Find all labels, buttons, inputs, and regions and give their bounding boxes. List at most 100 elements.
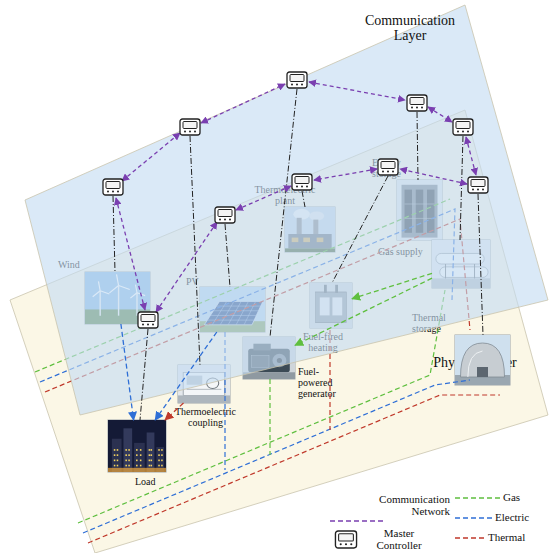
load-illustration-part bbox=[136, 449, 138, 451]
wind-illustration-part bbox=[93, 291, 100, 297]
energy-flow-connector bbox=[295, 278, 432, 345]
energy-flow-connector bbox=[155, 332, 217, 420]
energy-flow-connector bbox=[165, 403, 183, 420]
plant-illustration-part bbox=[293, 209, 310, 220]
coupling-illustration-part bbox=[187, 376, 203, 385]
thermal-storage: Thermal storage bbox=[455, 335, 510, 385]
load-illustration-part bbox=[158, 465, 160, 467]
load-illustration-part bbox=[125, 465, 127, 467]
pv-illustration-part bbox=[212, 301, 226, 324]
load-illustration-part bbox=[128, 465, 130, 467]
energy-flow-connector bbox=[121, 324, 134, 420]
pv-illustration-part bbox=[220, 301, 234, 324]
wind-illustration-part bbox=[130, 293, 137, 298]
master-controller bbox=[378, 159, 398, 175]
load-illustration-part bbox=[128, 449, 130, 451]
legend-line-sample bbox=[455, 537, 485, 538]
wind-illustration-part bbox=[136, 293, 137, 316]
generator-illustration-part bbox=[248, 349, 290, 373]
master-controller bbox=[180, 119, 200, 135]
load: Load bbox=[108, 420, 166, 472]
pv-illustration-part bbox=[207, 320, 254, 321]
load-illustration-part bbox=[123, 428, 132, 472]
master-controller bbox=[103, 179, 123, 195]
heating-illustration-part bbox=[332, 297, 342, 315]
load-illustration-part bbox=[158, 460, 160, 462]
plant-illustration-part bbox=[292, 238, 299, 243]
legend-text: Electric bbox=[495, 511, 547, 523]
load-illustration-part bbox=[161, 460, 163, 462]
generator-illustration-part bbox=[243, 372, 295, 379]
pv-illustration-part bbox=[228, 301, 241, 324]
load-illustration-part bbox=[158, 449, 160, 451]
master-controller bbox=[453, 119, 473, 135]
master-controller bbox=[287, 72, 307, 88]
load-illustration-part bbox=[112, 439, 122, 472]
pv-illustration-part bbox=[244, 301, 256, 324]
coupling-illustration-part bbox=[178, 365, 230, 403]
storage-illustration-part bbox=[402, 185, 438, 238]
plant-illustration-part bbox=[317, 238, 324, 243]
wind-illustration-part bbox=[85, 309, 150, 324]
load-illustration-part bbox=[114, 465, 116, 467]
legend-controller-sample bbox=[335, 531, 356, 548]
load-illustration bbox=[108, 420, 166, 472]
plant-illustration-part bbox=[297, 218, 302, 241]
legend-text: Thermal bbox=[488, 531, 543, 543]
load-illustration-part bbox=[117, 454, 119, 456]
load-illustration-part bbox=[117, 465, 119, 467]
wind-illustration-part bbox=[100, 291, 109, 294]
wind-illustration-part bbox=[109, 286, 118, 293]
load-illustration-part bbox=[125, 460, 127, 462]
load-illustration-part bbox=[136, 454, 138, 456]
communication-layer-band: Communication Layer bbox=[25, 5, 548, 415]
load-illustration-part bbox=[136, 460, 138, 462]
load-illustration-part bbox=[149, 465, 151, 467]
master-controller bbox=[138, 312, 158, 328]
plant-illustration-part bbox=[309, 212, 324, 221]
plant-illustration-part bbox=[313, 220, 318, 242]
layer-outline bbox=[25, 5, 548, 415]
load-illustration-part bbox=[108, 420, 166, 472]
load-illustration-part bbox=[140, 460, 142, 462]
pv-illustration-part bbox=[204, 301, 263, 324]
load-illustration-part bbox=[161, 454, 163, 456]
plant-illustration-part bbox=[285, 248, 335, 252]
pv-illustration-part bbox=[236, 301, 248, 324]
plant-illustration-part bbox=[285, 207, 335, 252]
thermal-illustration-part bbox=[455, 335, 510, 385]
storage-illustration-part bbox=[427, 190, 435, 233]
load-illustration-part bbox=[147, 432, 155, 472]
coupling-illustration-part bbox=[187, 389, 222, 390]
heating-illustration-part bbox=[316, 292, 347, 323]
load-illustration-part bbox=[117, 460, 119, 462]
wind-illustration-part bbox=[99, 291, 100, 316]
load-illustration-part bbox=[161, 465, 163, 467]
heating-illustration-part bbox=[310, 283, 352, 328]
pv-illustration-part bbox=[213, 310, 258, 311]
plant-illustration-part bbox=[288, 234, 331, 248]
wind-illustration-part bbox=[137, 293, 145, 296]
gas-illustration-part bbox=[432, 278, 490, 288]
load-illustration-part bbox=[151, 454, 153, 456]
wind-illustration-part bbox=[98, 281, 100, 290]
gas-illustration-part bbox=[432, 240, 490, 288]
pv-illustration-part bbox=[200, 287, 265, 332]
load-illustration-part bbox=[140, 454, 142, 456]
layer-shape bbox=[25, 5, 548, 415]
generator-illustration-part bbox=[277, 358, 282, 363]
gas-illustration-part bbox=[445, 264, 446, 278]
legend-text: Gas bbox=[503, 491, 543, 503]
legend-line-sample bbox=[455, 517, 492, 518]
thermal-illustration-part bbox=[477, 367, 488, 377]
load-illustration-part bbox=[117, 449, 119, 451]
gas-illustration-part bbox=[474, 264, 475, 278]
load-illustration-part bbox=[128, 454, 130, 456]
legend-line-sample bbox=[330, 520, 384, 521]
generator-illustration-part bbox=[243, 337, 295, 379]
load-illustration-part bbox=[149, 460, 151, 462]
thermal-illustration bbox=[455, 335, 510, 385]
pv-illustration-part bbox=[200, 321, 265, 332]
